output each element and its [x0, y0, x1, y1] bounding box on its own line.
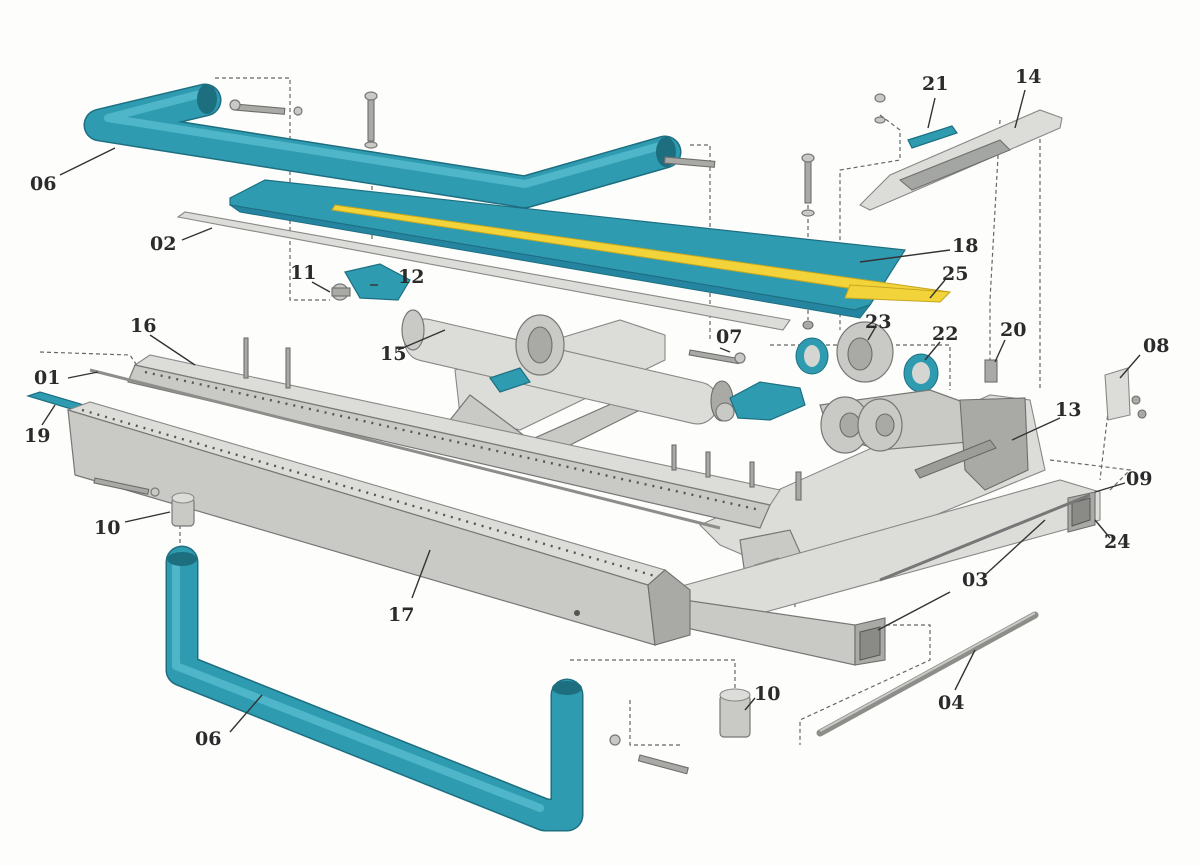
lever-handle — [859, 109, 1063, 211]
label-16: 16 — [130, 315, 156, 337]
label-19: 19 — [24, 425, 50, 447]
label-10-left: 10 — [94, 517, 120, 539]
label-21: 21 — [922, 73, 948, 95]
label-07: 07 — [716, 326, 742, 348]
thin-rod — [89, 368, 721, 530]
label-25: 25 — [942, 263, 968, 285]
part-labels: 06 02 11 12 16 15 01 19 10 17 06 07 21 1… — [24, 66, 1169, 750]
label-06-lower: 06 — [195, 728, 221, 750]
small-latch — [984, 359, 998, 383]
label-17: 17 — [388, 604, 414, 626]
lower-bolts — [93, 337, 802, 775]
base-rail — [649, 479, 1101, 666]
label-10-right: 10 — [754, 683, 780, 705]
label-11: 11 — [290, 262, 316, 284]
feet — [171, 492, 751, 738]
top-rack — [127, 354, 781, 529]
upper-handle-tube — [83, 83, 682, 209]
main-shaft-assembly — [401, 309, 806, 456]
rings — [795, 321, 939, 393]
label-09: 09 — [1126, 468, 1152, 490]
label-13: 13 — [1055, 399, 1081, 421]
cover-plate — [229, 179, 952, 319]
label-15: 15 — [380, 343, 406, 365]
label-12: 12 — [398, 266, 424, 288]
label-20: 20 — [1000, 319, 1026, 341]
label-01: 01 — [34, 367, 60, 389]
label-23: 23 — [865, 311, 891, 333]
label-22: 22 — [932, 323, 958, 345]
lower-handle-tube — [165, 545, 584, 832]
label-03: 03 — [962, 569, 988, 591]
small-clamp — [331, 263, 411, 301]
side-bracket — [1104, 367, 1147, 421]
bottom-rod — [816, 611, 1039, 737]
label-24: 24 — [1104, 531, 1130, 553]
flat-strip — [176, 211, 791, 331]
label-18: 18 — [952, 235, 978, 257]
label-14: 14 — [1015, 66, 1041, 88]
long-rail — [66, 401, 691, 646]
label-02: 02 — [150, 233, 176, 255]
leader-lines — [41, 89, 1141, 733]
upper-bolts — [229, 91, 886, 330]
label-08: 08 — [1143, 335, 1169, 357]
label-06-upper: 06 — [30, 173, 56, 195]
label-04: 04 — [938, 692, 964, 714]
